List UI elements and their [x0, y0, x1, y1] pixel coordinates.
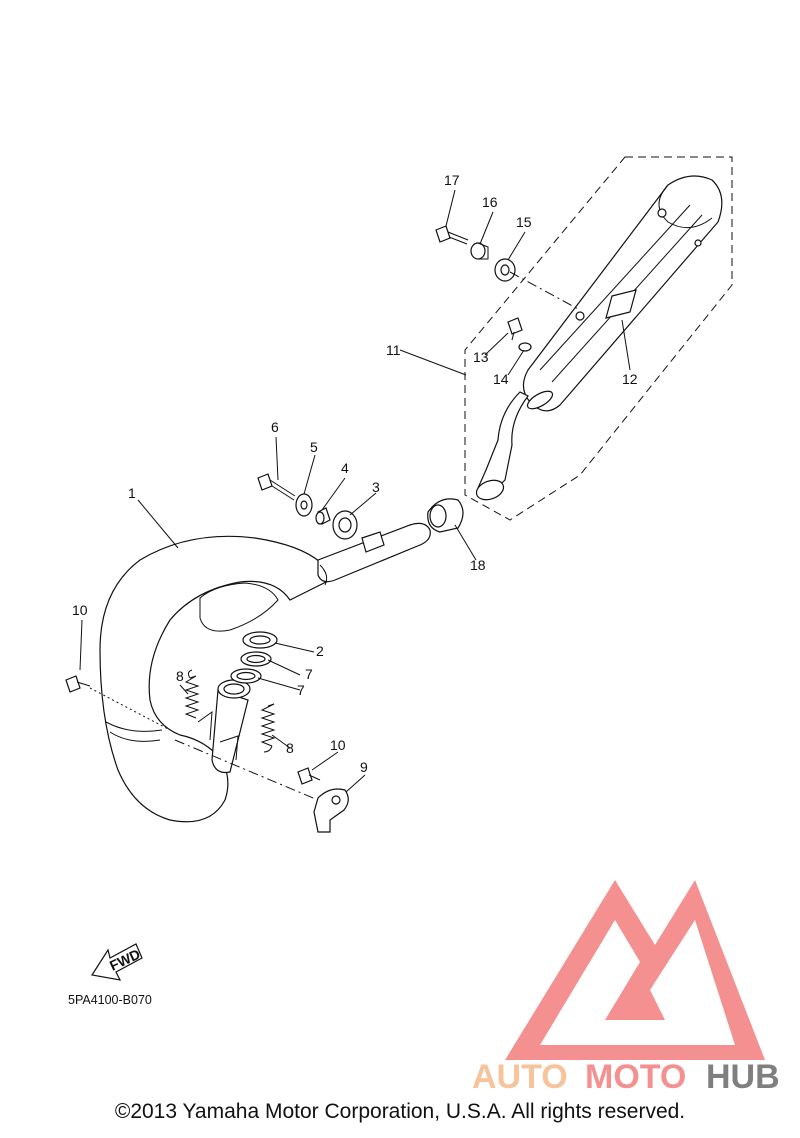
callout-1: 1	[128, 485, 136, 501]
grommet-15	[494, 258, 516, 282]
callout-18: 18	[470, 557, 486, 573]
callout-3: 3	[372, 479, 380, 495]
bolt-left	[65, 675, 91, 693]
mounting-bracket	[313, 788, 349, 833]
callout-12: 12	[622, 371, 638, 387]
collar-4	[315, 507, 331, 525]
callout-4: 4	[341, 460, 349, 476]
fwd-label: FWD	[107, 946, 143, 974]
callout-10-left: 10	[72, 602, 88, 618]
leader-lines	[79, 189, 631, 793]
callout-9: 9	[360, 759, 368, 775]
spring-left	[184, 669, 200, 719]
automotohub-logo: AUTO MOTO HUB	[472, 880, 780, 1096]
callout-13: 13	[473, 349, 489, 365]
callout-11: 11	[386, 342, 401, 358]
callout-10-right: 10	[330, 737, 346, 753]
callout-8-right: 8	[286, 740, 294, 756]
centerline-muffler-mount	[509, 271, 581, 311]
callout-5: 5	[310, 439, 318, 455]
muffler	[522, 175, 723, 412]
centerline-chamber-mount	[174, 739, 319, 801]
callout-7-lower: 7	[297, 682, 305, 698]
expansion-chamber	[99, 522, 431, 823]
grommet-3	[332, 510, 358, 540]
logo-part-moto: MOTO	[585, 1058, 686, 1096]
bolt-17	[435, 225, 469, 245]
bolt-6	[257, 473, 296, 501]
callout-17: 17	[444, 172, 460, 188]
washer-14	[518, 342, 532, 352]
exhaust-port-pipe	[197, 679, 251, 774]
spring-right	[260, 703, 276, 753]
muffler-inlet-pipe	[475, 390, 554, 501]
bolt-right	[297, 767, 321, 785]
copyright-notice: ©2013 Yamaha Motor Corporation, U.S.A. A…	[114, 1100, 686, 1123]
callout-15: 15	[516, 214, 532, 230]
callout-7-upper: 7	[305, 666, 313, 682]
callout-14: 14	[493, 371, 509, 387]
logo-part-auto: AUTO	[472, 1058, 568, 1096]
bolt-13	[507, 317, 523, 341]
drawing-code: 5PA4100-B070	[68, 993, 152, 1007]
callout-6: 6	[271, 419, 279, 435]
fwd-arrow-icon: FWD	[91, 943, 143, 981]
logo-part-hub: HUB	[706, 1058, 780, 1096]
callout-8-left: 8	[176, 668, 184, 684]
joint-18	[427, 498, 464, 533]
callout-2: 2	[316, 643, 324, 659]
collar-16	[470, 242, 489, 260]
callout-16: 16	[482, 194, 498, 210]
centerline-bolt-left	[89, 687, 171, 731]
